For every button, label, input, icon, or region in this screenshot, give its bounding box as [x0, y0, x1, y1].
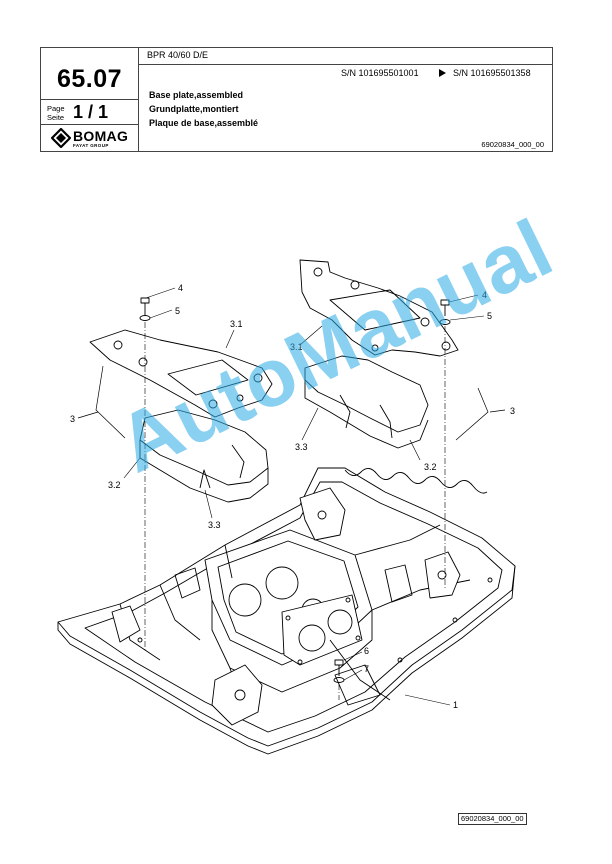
model-row [138, 48, 552, 65]
callout-3-3-right: 3.3 [295, 442, 308, 452]
bomag-logo: BOMAG FAYAT GROUP [50, 126, 134, 150]
callout-4-left: 4 [178, 283, 183, 293]
assembly-axes [144, 322, 446, 700]
title-english: Base plate,assembled [149, 90, 244, 100]
section-number: 65.07 [56, 65, 123, 93]
group-brackets [77, 365, 506, 441]
callout-3-right: 3 [510, 406, 515, 416]
callout-3-1-left: 3.1 [230, 319, 243, 329]
base-plate [57, 467, 516, 755]
arrow-right-icon [439, 69, 446, 77]
callout-3-3-left: 3.3 [208, 520, 221, 530]
bolt-left-top [139, 297, 151, 321]
callout-3-2-left: 3.2 [108, 480, 121, 490]
insert-left [139, 409, 269, 503]
callout-7: 7 [364, 664, 369, 674]
insert-right [304, 355, 429, 449]
brand-name: BOMAG [73, 128, 129, 144]
bomag-diamond-icon [51, 128, 71, 148]
brand-subtitle: FAYAT GROUP [73, 143, 109, 148]
callout-4-right: 4 [482, 290, 487, 300]
serial-to: S/N 101695501358 [453, 68, 531, 78]
callout-3-2-right: 3.2 [424, 462, 437, 472]
leader-lines [123, 287, 485, 706]
serial-from: S/N 101695501001 [341, 68, 419, 78]
divider [41, 124, 138, 125]
page-value: 1 / 1 [73, 102, 109, 122]
callout-5-right: 5 [487, 311, 492, 321]
callout-3-left: 3 [70, 414, 75, 424]
page-label-en: Page [47, 104, 65, 113]
callout-6: 6 [364, 646, 369, 656]
document-number: 69020834_000_00 [481, 140, 544, 149]
title-german: Grundplatte,montiert [149, 104, 239, 114]
footer-reference: 69020834_000_00 [458, 813, 527, 825]
callout-3-1-right: 3.1 [290, 342, 303, 352]
plate-right [299, 259, 459, 357]
divider [41, 99, 138, 100]
title-french: Plaque de base,assemblé [149, 118, 259, 128]
model-name: BPR 40/60 D/E [147, 50, 209, 60]
title-block: 65.07 Page Seite 1 / 1 BOMAG FAYAT GROUP… [40, 47, 553, 152]
callout-5-left: 5 [175, 306, 180, 316]
page-label-de: Seite [47, 113, 65, 122]
title-block-left: 65.07 Page Seite 1 / 1 BOMAG FAYAT GROUP [41, 48, 139, 151]
callout-1: 1 [453, 700, 458, 710]
bolt-right-top [439, 299, 451, 325]
plate-left [89, 329, 273, 418]
